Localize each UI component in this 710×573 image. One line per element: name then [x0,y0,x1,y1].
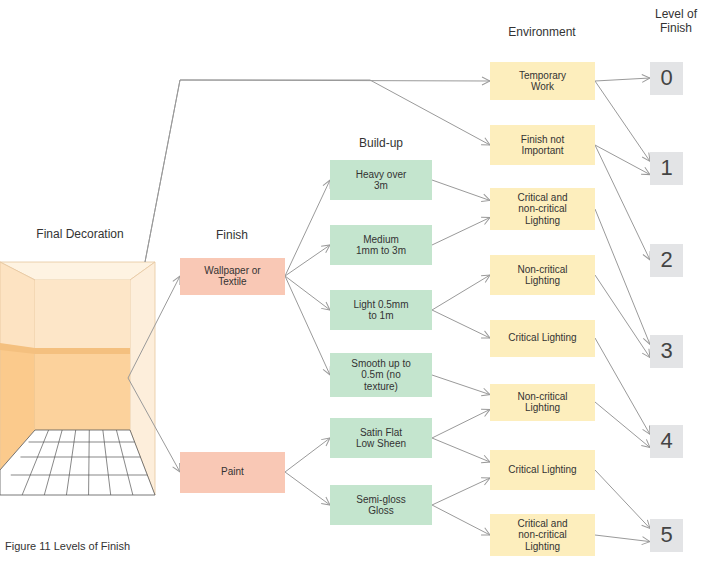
tile-line [103,430,111,495]
connector-arrow [285,472,330,505]
level-box: 4 [650,425,683,458]
box-text: Temporary Work [507,70,579,93]
environment-box: Non-critical Lighting [490,255,595,295]
tile-line [29,442,135,443]
back-wall-upper [35,280,130,348]
connector-arrow [285,438,330,472]
connector-arrow [595,78,650,81]
connector-arrow [595,535,650,542]
tile-line [88,430,90,495]
level-number: 1 [660,157,672,179]
column-heading: Finish [202,229,262,243]
connector-arrow [285,276,330,310]
connector-arrow [595,145,650,260]
column-heading: Build-up [341,137,421,151]
environment-box: Critical and non-critical Lighting [490,514,595,557]
connector-arrow [432,218,490,246]
box-text: Semi-gloss Gloss [351,494,411,517]
connector-arrow [145,80,490,262]
tile-line [116,430,132,495]
environment-box: Critical and non-critical Lighting [490,188,595,231]
tile-line [66,430,75,495]
box-text: Wallpaper or Textile [197,265,269,288]
box-text: Medium 1mm to 3m [351,234,411,257]
connector-arrow [145,80,490,262]
connector-arrow [285,245,330,276]
connector-arrow [285,180,330,276]
level-number: 0 [660,67,672,89]
tile-line [11,475,148,476]
left-wall-upper [0,262,35,350]
box-text: Critical and non-critical Lighting [507,192,579,227]
tiled-floor [0,430,155,495]
connector-arrow [595,275,650,358]
box-text: Critical Lighting [508,464,576,476]
box-text: Non-critical Lighting [507,264,579,287]
box-text: Paint [221,466,244,478]
buildup-box: Semi-gloss Gloss [330,485,432,525]
buildup-box: Light 0.5mm to 1m [330,290,432,330]
connector-arrow [432,275,490,310]
connector-arrow [432,438,490,462]
box-text: Satin Flat Low Sheen [351,427,411,450]
finish-box: Wallpaper or Textile [180,258,285,295]
floor-grid [11,430,148,495]
box-text: Smooth up to 0.5m (no texture) [348,358,414,393]
connector-arrow [432,375,490,395]
connector-arrow [432,180,490,201]
chair-rail-side [0,343,35,354]
level-number: 3 [660,340,672,362]
final-decoration-illustration: Final Decoration [0,228,160,498]
level-box: 2 [650,244,683,277]
column-heading: Environment [492,26,592,40]
level-number: 4 [660,430,672,452]
column-heading: Level of Finish [646,8,706,36]
level-number: 2 [660,249,672,271]
connector-arrow [432,505,490,535]
connector-arrow [128,378,180,472]
box-text: Heavy over 3m [351,169,411,192]
box-text: Critical and non-critical Lighting [507,518,579,553]
connector-arrow [432,409,490,438]
box-text: Light 0.5mm to 1m [351,299,411,322]
level-box: 3 [650,335,683,368]
back-wall-dado [35,354,130,430]
buildup-box: Heavy over 3m [330,160,432,200]
level-box: 0 [650,62,683,95]
chair-rail [35,348,130,354]
figure-caption: Figure 11 Levels of Finish [5,540,130,552]
box-text: Non-critical Lighting [507,391,579,414]
environment-box: Non-critical Lighting [490,384,595,421]
level-number: 5 [660,524,672,546]
connector-arrow [285,276,330,375]
tile-line [20,457,140,458]
environment-box: Finish not Important [490,125,595,165]
environment-box: Critical Lighting [490,450,595,490]
connector-arrow [432,310,490,338]
connector-arrow [595,402,650,448]
environment-box: Temporary Work [490,62,595,100]
level-box: 5 [650,519,683,552]
buildup-box: Medium 1mm to 3m [330,225,432,265]
tile-line [44,430,62,495]
connector-arrow [595,338,650,434]
finish-box: Paint [180,452,285,493]
level-box: 1 [650,152,683,185]
box-text: Finish not Important [507,134,579,157]
connector-arrow [595,145,650,175]
connector-arrow [595,470,650,528]
box-text: Final Decoration [36,228,123,242]
connector-arrow [432,478,490,505]
environment-box: Critical Lighting [490,320,595,357]
box-text: Critical Lighting [508,332,576,344]
connector-arrow [128,276,180,378]
buildup-box: Satin Flat Low Sheen [330,418,432,458]
connector-arrow [595,209,650,344]
buildup-box: Smooth up to 0.5m (no texture) [330,353,432,397]
tile-line [22,430,48,495]
